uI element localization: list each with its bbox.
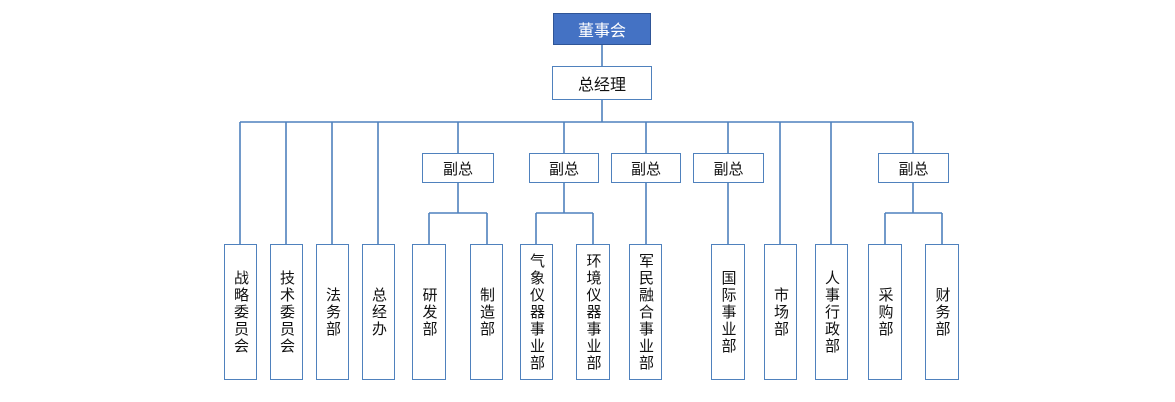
dept-legal: 法务部 — [316, 244, 349, 380]
dept-finance: 财务部 — [925, 244, 959, 380]
vp-box-2: 副总 — [529, 153, 599, 183]
dept-general-office: 总经办 — [362, 244, 395, 380]
vp-box-4: 副总 — [693, 153, 764, 183]
dept-hr-admin: 人事行政部 — [815, 244, 848, 380]
dept-marketing: 市场部 — [764, 244, 797, 380]
vp-box-1: 副总 — [422, 153, 494, 183]
dept-rnd: 研发部 — [412, 244, 446, 380]
dept-international: 国际事业部 — [711, 244, 745, 380]
general-manager-box: 总经理 — [552, 66, 652, 100]
dept-civil-military: 军民融合事业部 — [629, 244, 662, 380]
dept-meteorological-instruments: 气象仪器事业部 — [520, 244, 553, 380]
vp-box-5: 副总 — [878, 153, 949, 183]
dept-environmental-instruments: 环境仪器事业部 — [576, 244, 610, 380]
dept-manufacturing: 制造部 — [470, 244, 503, 380]
vp-box-3: 副总 — [611, 153, 681, 183]
dept-strategy-committee: 战略委员会 — [224, 244, 257, 380]
chairman-box: 董事会 — [553, 13, 651, 45]
dept-procurement: 采购部 — [868, 244, 902, 380]
dept-technology-committee: 技术委员会 — [270, 244, 303, 380]
